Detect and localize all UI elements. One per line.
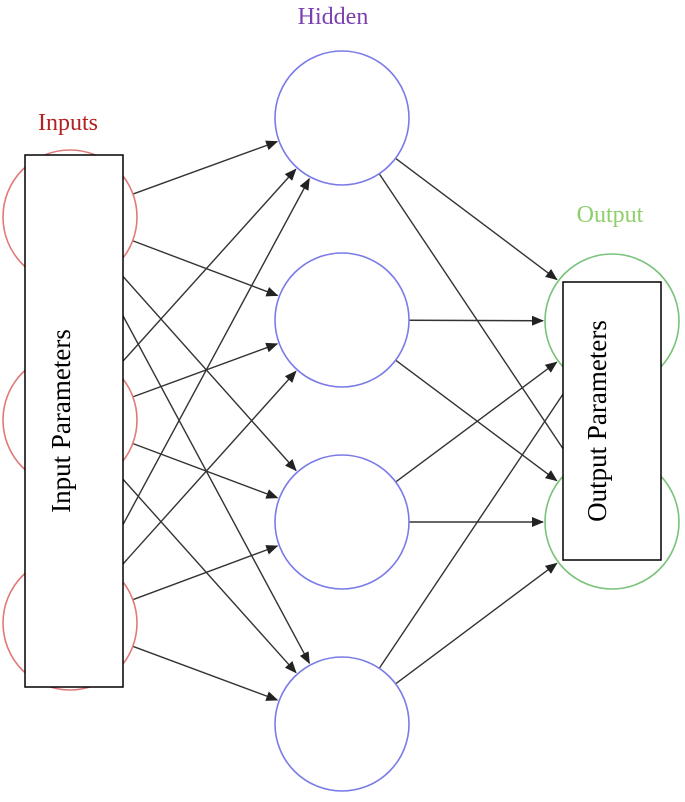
input-hidden-edge-3-4 — [132, 645, 279, 701]
input-hidden-edge-1-2 — [132, 240, 279, 297]
hidden-output-edge-2-2 — [395, 359, 558, 482]
hidden-node-3 — [274, 454, 410, 590]
input-hidden-edge-2-3 — [132, 442, 279, 499]
hidden-output-edge-1-1 — [395, 157, 558, 281]
hidden-output-edge-4-2 — [395, 562, 558, 685]
input-hidden-edge-1-3 — [114, 266, 297, 472]
hidden-node-1 — [274, 50, 410, 186]
input-hidden-edge-1-1 — [132, 140, 279, 195]
inputs-label: Inputs — [38, 110, 98, 136]
hidden-output-edge-4-1 — [378, 377, 575, 669]
output-label: Output — [577, 202, 644, 228]
output-parameters-text: Output Parameters — [582, 320, 612, 522]
input-hidden-edge-2-1 — [114, 168, 297, 371]
hidden-output-edge-1-2 — [378, 173, 575, 466]
input-hidden-edge-3-3 — [132, 545, 279, 601]
hidden-layer — [274, 50, 410, 792]
hidden-output-edge-3-1 — [395, 361, 558, 483]
input-hidden-edge-1-4 — [101, 275, 310, 665]
input-hidden-edge-2-4 — [114, 469, 297, 674]
input-parameters-box: Input Parameters — [24, 154, 124, 688]
output-parameters-box: Output Parameters — [562, 281, 662, 561]
hidden-node-2 — [274, 252, 410, 388]
input-hidden-edge-3-1 — [101, 177, 310, 565]
input-hidden-edge-2-2 — [132, 342, 279, 398]
hidden-node-4 — [274, 656, 410, 792]
input-parameters-text: Input Parameters — [46, 329, 76, 513]
hidden-label: Hidden — [298, 4, 369, 30]
input-hidden-edge-3-2 — [114, 370, 297, 574]
connections — [101, 140, 575, 701]
